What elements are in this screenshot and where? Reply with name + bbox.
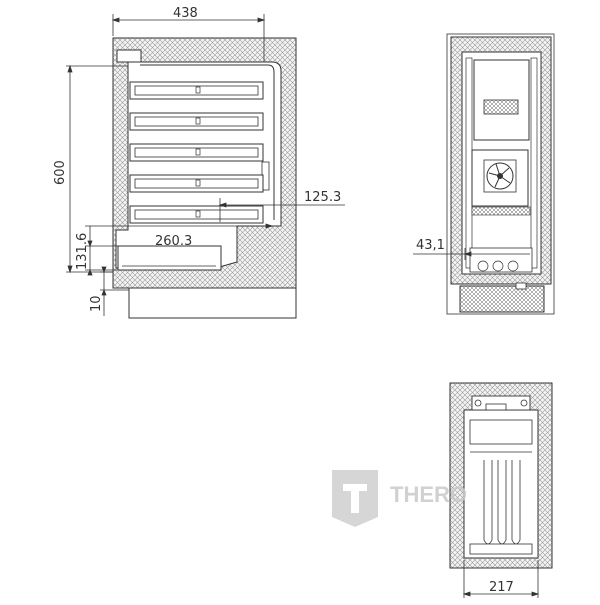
dim-plinth-label: 10: [89, 295, 104, 312]
dim-bottom-width: [462, 560, 540, 598]
shelf: [129, 205, 264, 224]
dim-drawer-height: [85, 226, 118, 276]
side-bottom-drawer: [117, 245, 222, 271]
dim-height-left-label: 600: [53, 160, 68, 185]
front-grille: [459, 285, 545, 313]
shelf: [129, 143, 264, 162]
dim-drawer-height-label: 131.6: [75, 233, 90, 270]
dim-bottom-width-label: 217: [489, 580, 514, 595]
dim-shelf-depth: [218, 198, 345, 222]
dim-front-offset: [413, 248, 530, 260]
front-fan: [471, 149, 529, 207]
side-shelves: [129, 81, 264, 224]
dim-width-top: [111, 14, 266, 62]
shelf: [129, 112, 264, 131]
bottom-view: 217: [449, 382, 553, 598]
shelf: [129, 174, 264, 193]
dim-shelf-depth-label: 125.3: [304, 190, 341, 205]
watermark-text: THERO: [390, 482, 467, 507]
front-view: 43,1: [413, 33, 555, 315]
watermark: THERO: [332, 470, 467, 527]
side-back-conduit: [140, 64, 275, 220]
dim-drawer-depth: [85, 223, 274, 229]
dim-front-offset-label: 43,1: [416, 238, 445, 253]
side-view: 438 600 125.3 260.3 131.6: [53, 6, 345, 319]
side-top-hinge: [116, 49, 142, 63]
front-drawer: [469, 247, 533, 273]
dim-width-top-label: 438: [173, 6, 198, 21]
dim-plinth: [100, 266, 129, 316]
dim-drawer-depth-label: 260.3: [155, 234, 192, 249]
shelf: [129, 81, 264, 100]
side-base: [128, 287, 297, 319]
